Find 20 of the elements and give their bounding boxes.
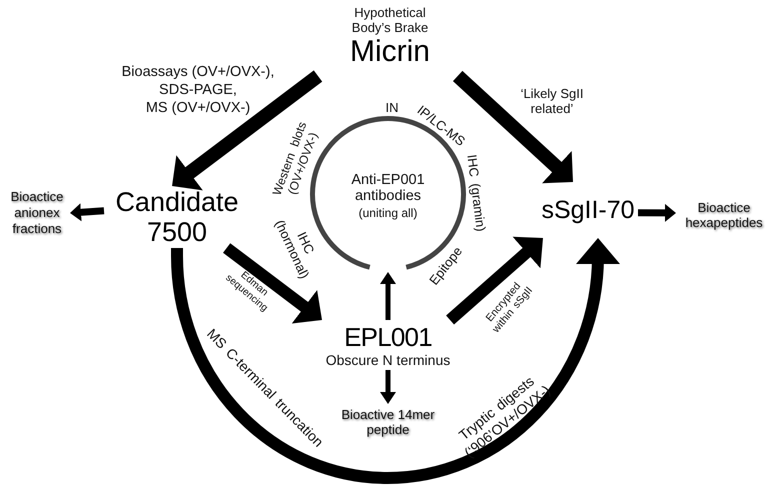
node-label: Candidate 7500 — [104, 186, 250, 248]
arrow — [70, 203, 104, 222]
edge-label: ‘Likely SgII related’ — [520, 86, 584, 116]
arrow — [380, 370, 396, 404]
node-note: (uniting all) — [358, 206, 418, 220]
ring-label: IN — [386, 100, 398, 116]
node-label: sSgII-70 — [538, 182, 638, 238]
node-label: Anti-EP001 antibodies — [350, 172, 426, 204]
result-label: Bioactive 14mer peptide — [330, 404, 446, 440]
node-title: EPL001 — [344, 322, 432, 352]
node-subtitle: Obscure N terminus — [326, 352, 450, 368]
edge-label: Bioassays (OV+/OVX-), SDS-PAGE, MS (OV+/OVX-) — [122, 63, 274, 117]
result-label: Bioactice anionex fractions — [4, 188, 70, 238]
curved-arrow — [171, 238, 620, 484]
node-title: Micrin — [350, 35, 430, 69]
result-label: Bioactice hexapeptides — [676, 198, 772, 232]
node-subtitle: Hypothetical Body’s Brake — [352, 5, 428, 35]
ring-label: IHC (gramin) — [463, 154, 489, 232]
arrow — [638, 204, 676, 222]
arrow — [380, 272, 396, 320]
